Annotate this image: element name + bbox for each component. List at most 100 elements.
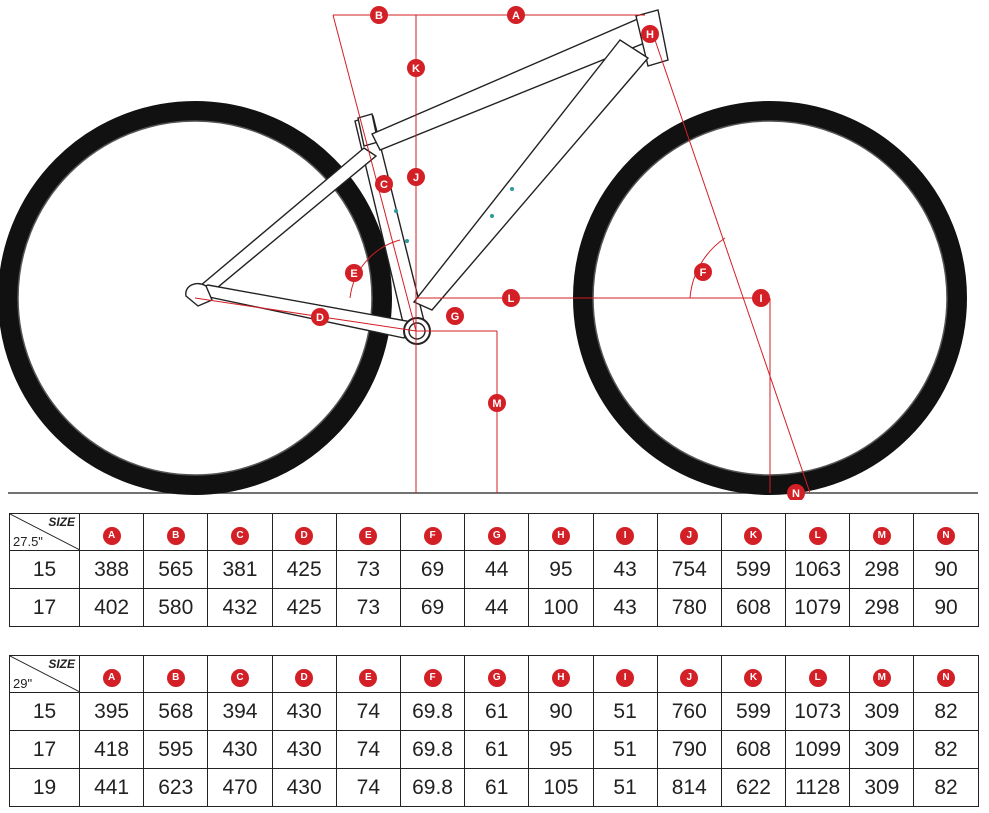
- svg-text:D: D: [316, 312, 324, 324]
- badge-b: B: [166, 668, 185, 687]
- value-cell: 470: [207, 768, 273, 807]
- col-header-a: A: [78, 513, 145, 551]
- badge-m: M: [488, 394, 506, 412]
- badge-i: I: [752, 289, 770, 307]
- badge-d: D: [311, 308, 329, 326]
- value-cell: 74: [335, 768, 401, 807]
- col-header-c: C: [207, 513, 273, 551]
- col-header-m: M: [849, 513, 915, 551]
- value-cell: 44: [464, 550, 530, 589]
- badge-e: E: [359, 668, 378, 687]
- col-header-b: B: [143, 655, 209, 693]
- wheel-size-label: 29": [13, 676, 33, 691]
- value-cell: 402: [78, 588, 145, 627]
- table-row: 17 402 580 432 425 73 69 44 100 43 780 6…: [9, 588, 979, 627]
- value-cell: 69.8: [399, 730, 466, 769]
- badge-a: A: [507, 6, 525, 24]
- value-cell: 61: [464, 768, 530, 807]
- badge-l: L: [502, 289, 520, 307]
- size-cell: 15: [9, 550, 80, 589]
- col-header-e: E: [335, 513, 401, 551]
- value-cell: 418: [78, 730, 145, 769]
- col-header-n: N: [913, 655, 979, 693]
- col-header-k: K: [720, 513, 787, 551]
- badge-d: D: [295, 668, 314, 687]
- size-header-cell: SIZE 27.5": [9, 513, 80, 551]
- badge-n: N: [787, 484, 805, 500]
- badge-l: L: [808, 668, 827, 687]
- svg-text:L: L: [508, 293, 515, 305]
- value-cell: 100: [528, 588, 594, 627]
- svg-text:A: A: [512, 10, 520, 22]
- col-header-f: F: [399, 513, 466, 551]
- col-header-e: E: [335, 655, 401, 693]
- value-cell: 43: [592, 550, 658, 589]
- value-cell: 1099: [785, 730, 851, 769]
- wheel-size-label: 27.5": [13, 534, 43, 549]
- badge-f: F: [694, 263, 712, 281]
- svg-text:N: N: [792, 488, 800, 500]
- badge-k: K: [407, 59, 425, 77]
- value-cell: 298: [849, 588, 915, 627]
- badge-e: E: [345, 264, 363, 282]
- value-cell: 73: [335, 550, 401, 589]
- table-row: 17 418 595 430 430 74 69.8 61 95 51 790 …: [9, 730, 979, 769]
- value-cell: 595: [143, 730, 209, 769]
- value-cell: 430: [271, 730, 337, 769]
- col-header-l: L: [785, 655, 851, 693]
- svg-text:F: F: [700, 267, 707, 279]
- badge-a: A: [102, 526, 121, 545]
- value-cell: 95: [528, 730, 594, 769]
- value-cell: 394: [207, 692, 273, 731]
- svg-text:G: G: [451, 311, 460, 323]
- value-cell: 90: [913, 588, 979, 627]
- col-header-g: G: [464, 513, 530, 551]
- value-cell: 309: [849, 692, 915, 731]
- badge-f: F: [423, 668, 442, 687]
- value-cell: 61: [464, 730, 530, 769]
- badge-n: N: [937, 668, 956, 687]
- value-cell: 814: [656, 768, 722, 807]
- frame-detail-dots: [394, 187, 514, 243]
- value-cell: 395: [78, 692, 145, 731]
- value-cell: 69: [399, 550, 466, 589]
- col-header-n: N: [913, 513, 979, 551]
- badge-k: K: [744, 526, 763, 545]
- value-cell: 1128: [785, 768, 851, 807]
- rear-wheel: [0, 101, 392, 495]
- value-cell: 599: [720, 550, 787, 589]
- value-cell: 44: [464, 588, 530, 627]
- value-cell: 608: [720, 588, 787, 627]
- value-cell: 82: [913, 730, 979, 769]
- value-cell: 425: [271, 588, 337, 627]
- badge-g: G: [446, 307, 464, 325]
- badge-h: H: [641, 25, 659, 43]
- value-cell: 73: [335, 588, 401, 627]
- col-header-m: M: [849, 655, 915, 693]
- col-header-j: J: [656, 655, 722, 693]
- badge-f: F: [423, 526, 442, 545]
- value-cell: 430: [207, 730, 273, 769]
- value-cell: 780: [656, 588, 722, 627]
- badge-b: B: [166, 526, 185, 545]
- col-header-i: I: [592, 655, 658, 693]
- col-header-b: B: [143, 513, 209, 551]
- value-cell: 430: [271, 768, 337, 807]
- svg-text:M: M: [492, 398, 501, 410]
- svg-text:I: I: [759, 293, 762, 305]
- badge-c: C: [230, 526, 249, 545]
- badge-i: I: [616, 668, 635, 687]
- badge-g: G: [487, 668, 506, 687]
- badge-e: E: [359, 526, 378, 545]
- size-cell: 19: [9, 768, 80, 807]
- value-cell: 69.8: [399, 692, 466, 731]
- value-cell: 425: [271, 550, 337, 589]
- value-cell: 51: [592, 692, 658, 731]
- size-header-label: SIZE: [48, 515, 75, 529]
- svg-text:K: K: [412, 63, 420, 75]
- badge-c: C: [375, 175, 393, 193]
- value-cell: 568: [143, 692, 209, 731]
- col-header-j: J: [656, 513, 722, 551]
- value-cell: 441: [78, 768, 145, 807]
- bike-frame: [185, 9, 669, 345]
